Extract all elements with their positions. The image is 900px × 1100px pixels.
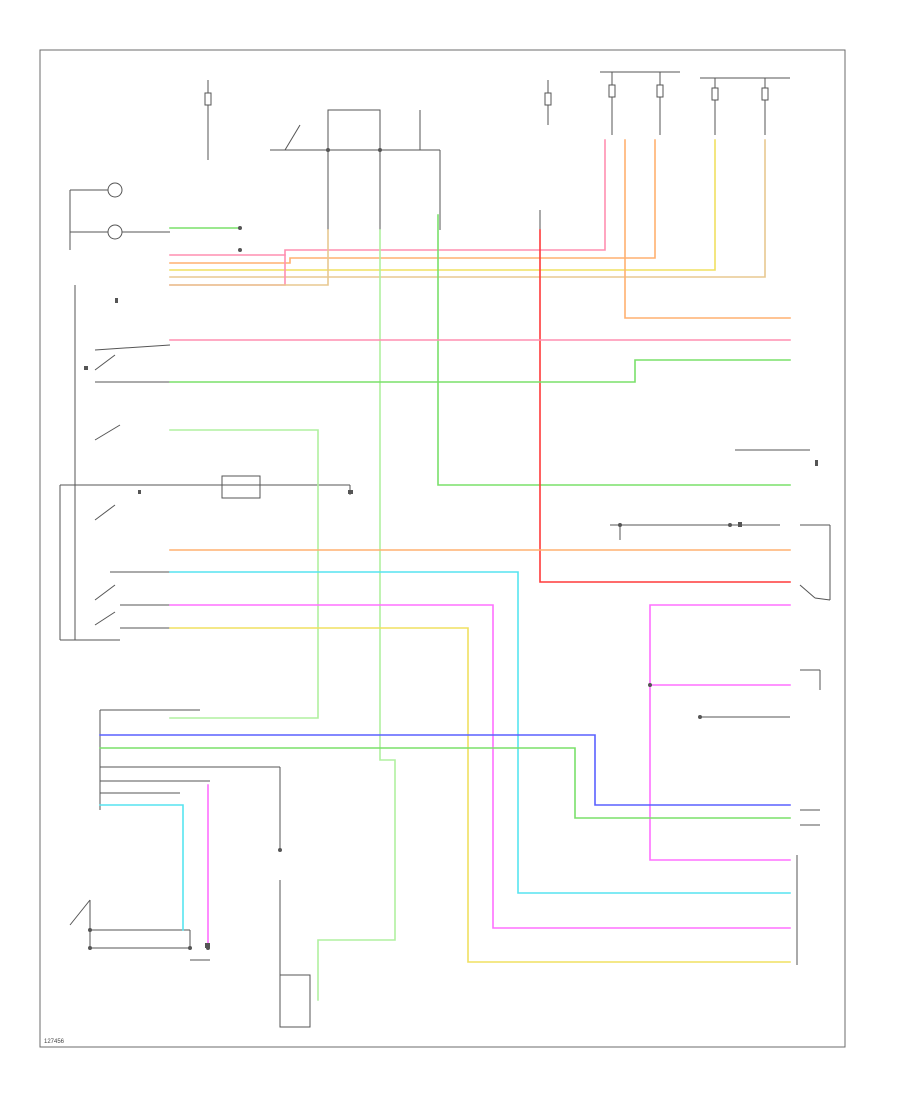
- connector-icon: [326, 148, 330, 152]
- connectors: [84, 84, 818, 950]
- wire-green-branch: [169, 429, 319, 719]
- connector-icon: [278, 848, 282, 852]
- colored-wires: [99, 139, 791, 1001]
- wire-magenta-long: [169, 604, 791, 929]
- ground-icon: [138, 490, 141, 494]
- connector-icon: [88, 946, 92, 950]
- wire-cyan-ecu: [99, 804, 184, 931]
- ground-icon: [84, 366, 88, 370]
- wire-tan-harness: [169, 139, 766, 278]
- connector-icon: [378, 148, 382, 152]
- wire-green-ecu: [99, 747, 791, 819]
- wire-orange-up: [624, 139, 791, 319]
- ground-icon: [348, 490, 353, 494]
- wire-yellow-long: [169, 627, 791, 963]
- wire-orange-harness: [169, 139, 656, 264]
- diagram-frame: [39, 49, 846, 1048]
- wire-magenta-right: [649, 604, 791, 861]
- fuse-icon: [711, 87, 719, 101]
- connector-icon: [698, 715, 702, 719]
- fuse-icon: [608, 84, 616, 98]
- wire-red-vertical: [539, 229, 791, 583]
- connector-icon: [238, 226, 242, 230]
- wire-blue-ecu: [99, 734, 791, 806]
- connector-icon: [728, 523, 732, 527]
- fuse-icon: [656, 84, 664, 98]
- connector-icon: [618, 523, 622, 527]
- wire-pink-harness: [169, 139, 606, 256]
- ground-icon: [815, 460, 818, 466]
- connector-icon: [238, 248, 242, 252]
- figure-id: 127456: [44, 1039, 65, 1045]
- wire-green-vertical-1: [317, 229, 396, 1001]
- ground-icon: [738, 522, 742, 527]
- fuse-icon: [204, 92, 212, 106]
- fuse-icon: [761, 87, 769, 101]
- fuse-icon: [544, 92, 552, 106]
- connector-icon: [648, 683, 652, 687]
- wire-cyan-long: [169, 571, 791, 894]
- power-feed-wiring: [59, 71, 831, 1028]
- wire-green-vertical-2: [437, 214, 791, 486]
- wire-green-mid: [169, 359, 791, 383]
- ground-icon: [115, 298, 118, 303]
- wire-yellow-harness: [169, 139, 716, 271]
- wire-tan-loop: [169, 229, 329, 286]
- connector-icon: [188, 946, 192, 950]
- ground-icon: [205, 943, 210, 948]
- connector-icon: [88, 928, 92, 932]
